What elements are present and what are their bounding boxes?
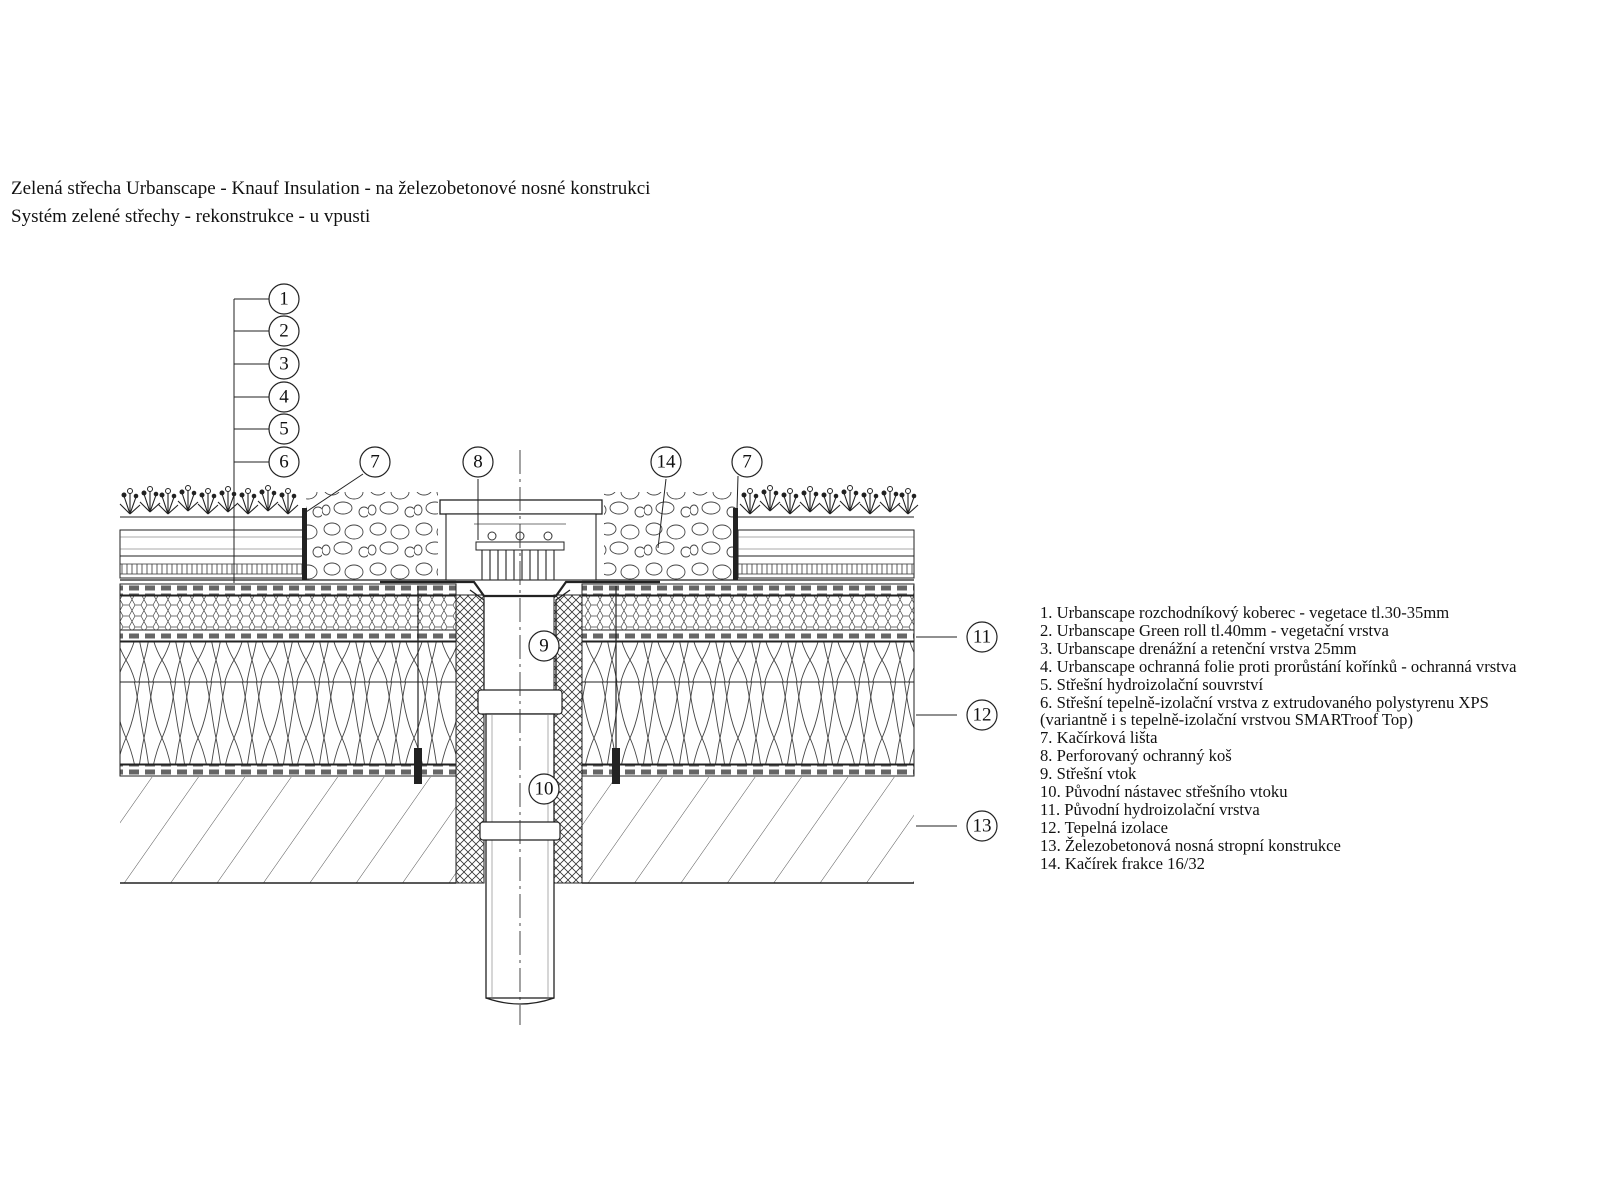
gravel-strip-right bbox=[733, 508, 738, 580]
gravel-left bbox=[306, 492, 438, 580]
vegetation-left bbox=[119, 484, 299, 515]
gravel-strip-left bbox=[302, 508, 307, 580]
legend-item-4: 4. Urbanscape ochranná folie proti prorů… bbox=[1040, 656, 1517, 676]
svg-text:11: 11 bbox=[973, 627, 991, 648]
callout-14: 14 bbox=[650, 446, 682, 478]
svg-text:2: 2 bbox=[279, 321, 289, 342]
callout-11: 11 bbox=[966, 621, 998, 653]
vegetation-right bbox=[739, 484, 919, 515]
svg-text:14: 14 bbox=[657, 452, 677, 473]
callout-1: 1 bbox=[268, 283, 300, 315]
svg-text:13: 13 bbox=[973, 816, 992, 837]
svg-text:7: 7 bbox=[370, 452, 380, 473]
legend-item-6-note: (variantně i s tepelně-izolační vrstvou … bbox=[1040, 710, 1413, 730]
gravel-right bbox=[604, 492, 736, 580]
callout-7-left: 7 bbox=[359, 446, 391, 478]
svg-text:1: 1 bbox=[279, 289, 289, 310]
legend: 1. Urbanscape rozchodníkový koberec - ve… bbox=[1040, 604, 1595, 873]
callout-bubbles: 1 2 3 4 5 6 7 8 14 7 9 10 11 12 13 bbox=[268, 283, 998, 842]
legend-item-9: 9. Střešní vtok bbox=[1040, 764, 1137, 784]
svg-text:6: 6 bbox=[279, 452, 289, 473]
svg-text:7: 7 bbox=[742, 452, 752, 473]
legend-item-6: 6. Střešní tepelně-izolační vrstva z ext… bbox=[1040, 692, 1489, 712]
callout-7-right: 7 bbox=[731, 446, 763, 478]
callout-8: 8 bbox=[462, 446, 494, 478]
legend-item-1: 1. Urbanscape rozchodníkový koberec - ve… bbox=[1040, 603, 1450, 622]
svg-text:9: 9 bbox=[539, 636, 549, 657]
legend-item-11: 11. Původní hydroizolační vrstva bbox=[1040, 799, 1260, 819]
callout-5: 5 bbox=[268, 413, 300, 445]
callout-6: 6 bbox=[268, 446, 300, 478]
svg-text:10: 10 bbox=[535, 779, 554, 800]
drawing-title: Zelená střecha Urbanscape - Knauf Insula… bbox=[11, 178, 651, 199]
callout-9: 9 bbox=[528, 630, 560, 662]
legend-item-7: 7. Kačírková lišta bbox=[1040, 728, 1158, 748]
callout-leaders bbox=[233, 298, 957, 827]
svg-text:3: 3 bbox=[279, 354, 289, 375]
drawing-subtitle: Systém zelené střechy - rekonstrukce - u… bbox=[11, 206, 371, 227]
legend-item-10: 10. Původní nástavec střešního vtoku bbox=[1040, 782, 1288, 802]
legend-item-2: 2. Urbanscape Green roll tl.40mm - veget… bbox=[1040, 620, 1389, 640]
legend-item-3: 3. Urbanscape drenážní a retenční vrstva… bbox=[1040, 638, 1357, 658]
legend-item-13: 13. Železobetonová nosná stropní konstru… bbox=[1040, 835, 1341, 855]
svg-text:12: 12 bbox=[973, 705, 992, 726]
legend-item-12: 12. Tepelná izolace bbox=[1040, 817, 1168, 837]
callout-13: 13 bbox=[966, 810, 998, 842]
callout-12: 12 bbox=[966, 699, 998, 731]
callout-10: 10 bbox=[528, 773, 560, 805]
callout-3: 3 bbox=[268, 348, 300, 380]
svg-text:8: 8 bbox=[473, 452, 483, 473]
callout-2: 2 bbox=[268, 315, 300, 347]
callout-4: 4 bbox=[268, 381, 300, 413]
svg-text:5: 5 bbox=[279, 419, 289, 440]
legend-item-5: 5. Střešní hydroizolační souvrství bbox=[1040, 674, 1264, 694]
legend-item-14: 14. Kačírek frakce 16/32 bbox=[1040, 853, 1205, 873]
legend-item-8: 8. Perforovaný ochranný koš bbox=[1040, 746, 1232, 766]
right-build-up bbox=[581, 516, 915, 884]
svg-text:4: 4 bbox=[279, 387, 289, 408]
